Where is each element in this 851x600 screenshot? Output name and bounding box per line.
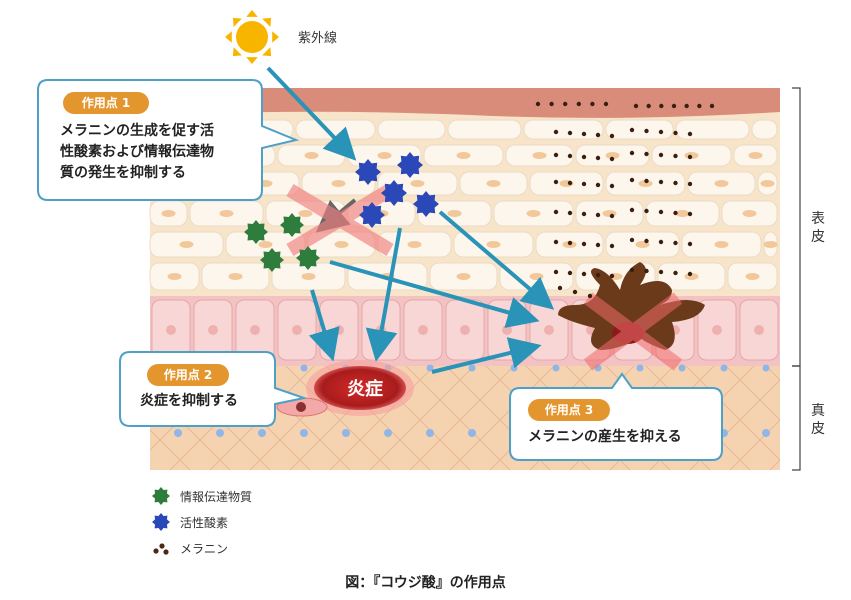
callout-1-line-1: メラニンの生成を促す活 [60, 123, 214, 139]
sun-icon [225, 10, 279, 64]
dermis-bracket [792, 365, 801, 471]
green-starburst-icon [296, 246, 320, 270]
inflammation [306, 360, 414, 416]
legend-label: メラニン [180, 541, 229, 556]
callout-3-line-1: メラニンの産生を抑える [528, 429, 682, 445]
blue-starburst-icon [152, 513, 170, 531]
legend-label: 情報伝達物質 [180, 489, 253, 504]
blue-starburst-icon [150, 512, 172, 532]
uv-label: 紫外線 [298, 31, 338, 46]
arrow-inflammation-to-melanocyte [431, 337, 542, 374]
arrow-to-melanocyte [438, 210, 555, 310]
blue-starburst-icon [359, 202, 385, 228]
signal-molecules [244, 213, 320, 272]
arrow-to-inflammation [308, 289, 340, 362]
pathway-arrows [266, 66, 555, 374]
epidermis-label: 表皮 [811, 211, 825, 245]
callout-1-line-3: 質の発生を抑制する [60, 165, 186, 181]
badge-1: 作用点 1 [63, 92, 149, 114]
blue-starburst-icon [397, 152, 423, 178]
brown-dots-icon [150, 538, 172, 558]
arrow-to-melanocyte-2 [329, 260, 540, 328]
legend-item-melanin: メラニン [150, 538, 228, 558]
arrow-to-inflammation-2 [365, 227, 402, 362]
inflammatory-cell [276, 397, 328, 417]
badge-2: 作用点 2 [147, 364, 229, 386]
green-starburst-icon [244, 220, 268, 244]
inhibition-cross-3 [583, 292, 683, 371]
callout-2-line-1: 炎症を抑制する [140, 393, 238, 409]
green-starburst-icon [280, 213, 304, 237]
melanin-granules [535, 101, 715, 299]
legend-label: 活性酸素 [180, 515, 229, 530]
green-starburst-icon [150, 486, 172, 506]
green-starburst-icon [152, 487, 170, 505]
legend-item-ros: 活性酸素 [150, 512, 228, 532]
blue-starburst-icon [413, 191, 439, 217]
blue-starburst-icon [381, 180, 407, 206]
legend-item-signal: 情報伝達物質 [150, 486, 252, 506]
uv-arrow [266, 66, 357, 161]
inflammation-label: 炎症 [347, 379, 383, 400]
figure-caption: 図：『コウジ酸』の作用点 [345, 575, 506, 591]
badge-3: 作用点 3 [528, 399, 610, 421]
blue-starburst-icon [355, 159, 381, 185]
green-starburst-icon [260, 248, 284, 272]
inhibition-cross-1 [286, 183, 394, 257]
reactive-oxygen [355, 152, 439, 228]
callout-1-line-2: 性酸素および情報伝達物 [60, 144, 214, 160]
dermis-label: 真皮 [811, 403, 825, 437]
